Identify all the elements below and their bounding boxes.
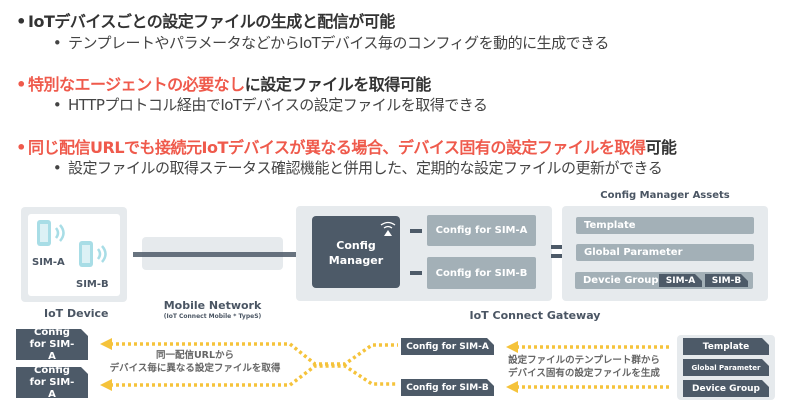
equals-icon xyxy=(551,245,565,249)
bullet-sub: • テンプレートやパラメータなどからIoTデバイス毎のコンフィグを動的に生成できる xyxy=(50,32,610,53)
asset-global-parameter: Global Parameter xyxy=(576,244,754,261)
asset-template: Template xyxy=(576,217,754,234)
mid-config-b: Config for SIM-B xyxy=(401,379,494,396)
sim-a-label: SIM-A xyxy=(32,257,65,268)
sim-a-icon xyxy=(37,220,65,246)
sub-bullet-dot: • xyxy=(52,34,62,52)
bullet-dot: • xyxy=(16,138,26,157)
right-template: Template xyxy=(683,338,769,355)
sub-bullet-dot: • xyxy=(52,96,62,114)
bullet-sub: • HTTPプロトコル経由でIoTデバイスの設定ファイルを取得できる xyxy=(50,94,488,115)
mid-config-a: Config for SIM-A xyxy=(401,338,494,355)
sim-b-label: SIM-B xyxy=(76,279,109,290)
left-config-b: Config for SIM-A xyxy=(16,367,88,398)
bullet-heading: •特別なエージェントの必要なしに設定ファイルを取得可能 xyxy=(14,71,431,95)
bullet-heading: •同じ配信URLでも接続元IoTデバイスが異なる場合、デバイス固有の設定ファイル… xyxy=(14,134,677,158)
sub-text: テンプレートやパラメータなどからIoTデバイス毎のコンフィグを動的に生成できる xyxy=(68,34,609,52)
bullet-text: IoTデバイスごとの設定ファイルの生成と配信が可能 xyxy=(28,12,395,31)
gateway-config-sim-a: Config for SIM-A xyxy=(427,215,536,246)
sub-text: 設定ファイルの取得ステータス確認機能と併用した、定期的な設定ファイルの更新ができ… xyxy=(68,159,663,177)
assets-title: Config Manager Assets xyxy=(600,190,730,201)
gateway-label: IoT Connect Gateway xyxy=(469,309,601,322)
bullet-dot: • xyxy=(16,12,26,31)
network-line xyxy=(133,252,307,257)
group-tag-sim-a: SIM-A xyxy=(659,274,702,287)
sim-b-icon xyxy=(79,241,107,267)
iot-device-label: IoT Device xyxy=(44,307,109,320)
bullet-text: 可能 xyxy=(645,138,677,157)
config-manager: Config Manager xyxy=(312,216,400,288)
mobile-network-sub: (IoT Connect Mobile * TypeS) xyxy=(163,313,262,320)
config-manager-label: Config Manager xyxy=(328,239,384,267)
left-note: 同一配信URLからデバイス毎に異なる設定ファイルを取得 xyxy=(109,350,281,374)
mid-note: 設定ファイルのテンプレート群からデバイス固有の設定ファイルを生成 xyxy=(508,355,660,379)
bullet-text: 同じ配信URLでも接続元IoTデバイスが異なる場合、デバイス固有の設定ファイルを… xyxy=(28,138,646,157)
group-tag-sim-b: SIM-B xyxy=(705,274,748,287)
bullet-heading: •IoTデバイスごとの設定ファイルの生成と配信が可能 xyxy=(14,8,395,32)
sub-bullet-dot: • xyxy=(52,159,62,177)
right-device-group: Device Group xyxy=(683,380,769,397)
bullet-text: に設定ファイルを取得可能 xyxy=(244,75,432,94)
gateway-config-sim-b: Config for SIM-B xyxy=(427,257,536,289)
device-group-label: Devcie Group xyxy=(583,275,659,286)
bullet-sub: • 設定ファイルの取得ステータス確認機能と併用した、定期的な設定ファイルの更新がで… xyxy=(50,157,663,178)
iot-device-box: SIM-A SIM-B xyxy=(21,207,127,302)
right-global-parameter: Global Parameter xyxy=(683,359,769,376)
sub-text: HTTPプロトコル経由でIoTデバイスの設定ファイルを取得できる xyxy=(68,96,488,114)
satellite-icon xyxy=(380,221,396,236)
bullet-text: 特別なエージェントの必要なし xyxy=(28,75,245,94)
mobile-network-label: Mobile Network xyxy=(163,299,262,312)
left-config-a: Config for SIM-A xyxy=(16,329,88,360)
bullet-dot: • xyxy=(16,75,26,94)
